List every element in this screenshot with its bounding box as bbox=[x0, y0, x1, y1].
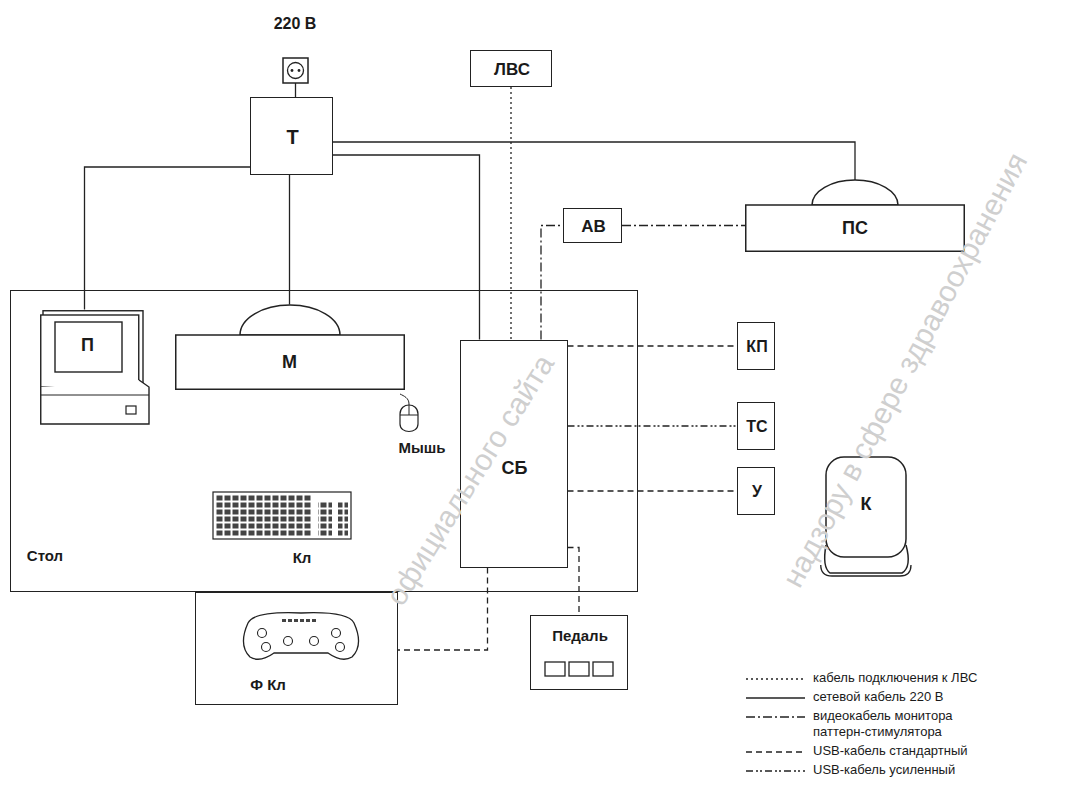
pedal-key bbox=[545, 662, 565, 676]
pad-node: Ф Кл bbox=[195, 592, 398, 705]
part-label: Мышь bbox=[398, 439, 445, 456]
cable-line bbox=[541, 226, 563, 340]
cable-line bbox=[622, 225, 745, 226]
part-label: 220 В bbox=[274, 15, 317, 33]
node-label: К bbox=[861, 495, 872, 515]
node-label: АВ bbox=[581, 217, 606, 236]
node-label: ЛВС bbox=[494, 60, 530, 79]
mouse-icon bbox=[400, 394, 418, 432]
dome-node: ПС bbox=[745, 180, 965, 252]
printer-node: П bbox=[40, 310, 150, 425]
device-box: КП bbox=[737, 322, 775, 370]
node-label: У bbox=[752, 483, 762, 501]
legend-sample bbox=[745, 689, 807, 705]
dome-node: М bbox=[175, 305, 405, 390]
device-box: ТС bbox=[737, 402, 775, 450]
node-label: П bbox=[81, 336, 94, 356]
legend-text: видеокабель монитора паттерн-стимулятора bbox=[813, 708, 991, 740]
node-label: Педаль bbox=[552, 628, 608, 645]
node-label: Стол bbox=[27, 548, 63, 565]
legend-row: сетевой кабель 220 В bbox=[745, 689, 991, 705]
cable-line bbox=[289, 175, 290, 305]
dome-outline bbox=[175, 305, 405, 390]
cable-line bbox=[85, 167, 251, 310]
cable-line bbox=[333, 142, 855, 180]
printer-outline bbox=[40, 310, 150, 425]
device-box: У bbox=[737, 467, 775, 515]
legend-sample bbox=[745, 762, 807, 778]
legend-row: USB-кабель усиленный bbox=[745, 762, 991, 778]
cable-line bbox=[333, 155, 480, 340]
legend-row: видеокабель монитора паттерн-стимулятора bbox=[745, 708, 991, 740]
node-label: М bbox=[282, 353, 297, 373]
node-label: КП bbox=[746, 338, 767, 356]
legend-sample bbox=[745, 743, 807, 759]
legend-row: кабель подключения к ЛВС bbox=[745, 670, 991, 686]
legend-sample bbox=[745, 670, 807, 686]
legend-text: USB-кабель усиленный bbox=[813, 762, 991, 778]
keyboard-icon bbox=[213, 492, 351, 539]
part-label: Кл bbox=[293, 549, 312, 566]
node-label: СБ bbox=[502, 459, 528, 479]
cable-line bbox=[568, 548, 580, 616]
pedal-key bbox=[593, 662, 613, 676]
pad-outline bbox=[196, 593, 397, 704]
device-box: П М СБ Стол bbox=[10, 290, 638, 592]
pedal-key bbox=[569, 662, 589, 676]
pedal-node: Педаль bbox=[530, 615, 628, 690]
device-box: Т bbox=[250, 97, 333, 175]
device-box: ЛВС bbox=[470, 50, 552, 87]
legend-sample bbox=[745, 708, 807, 724]
legend-row: USB-кабель стандартный bbox=[745, 743, 991, 759]
legend: кабель подключения к ЛВС сетевой кабель 2… bbox=[745, 670, 991, 781]
cable-line bbox=[568, 345, 738, 346]
gamepad-icon bbox=[243, 613, 358, 660]
legend-text: сетевой кабель 220 В bbox=[813, 689, 991, 705]
node-label: ТС bbox=[746, 418, 767, 436]
node-label: Ф Кл bbox=[250, 677, 286, 694]
legend-text: кабель подключения к ЛВС bbox=[813, 670, 991, 686]
cable-line bbox=[568, 425, 738, 426]
cable-line bbox=[510, 87, 511, 340]
power-socket bbox=[283, 58, 308, 97]
node-label: ПС bbox=[842, 219, 868, 239]
cable-line bbox=[568, 490, 738, 491]
legend-text: USB-кабель стандартный bbox=[813, 743, 991, 759]
dome-outline bbox=[745, 180, 965, 252]
node-label: Т bbox=[286, 126, 298, 148]
device-box: АВ bbox=[563, 208, 622, 243]
